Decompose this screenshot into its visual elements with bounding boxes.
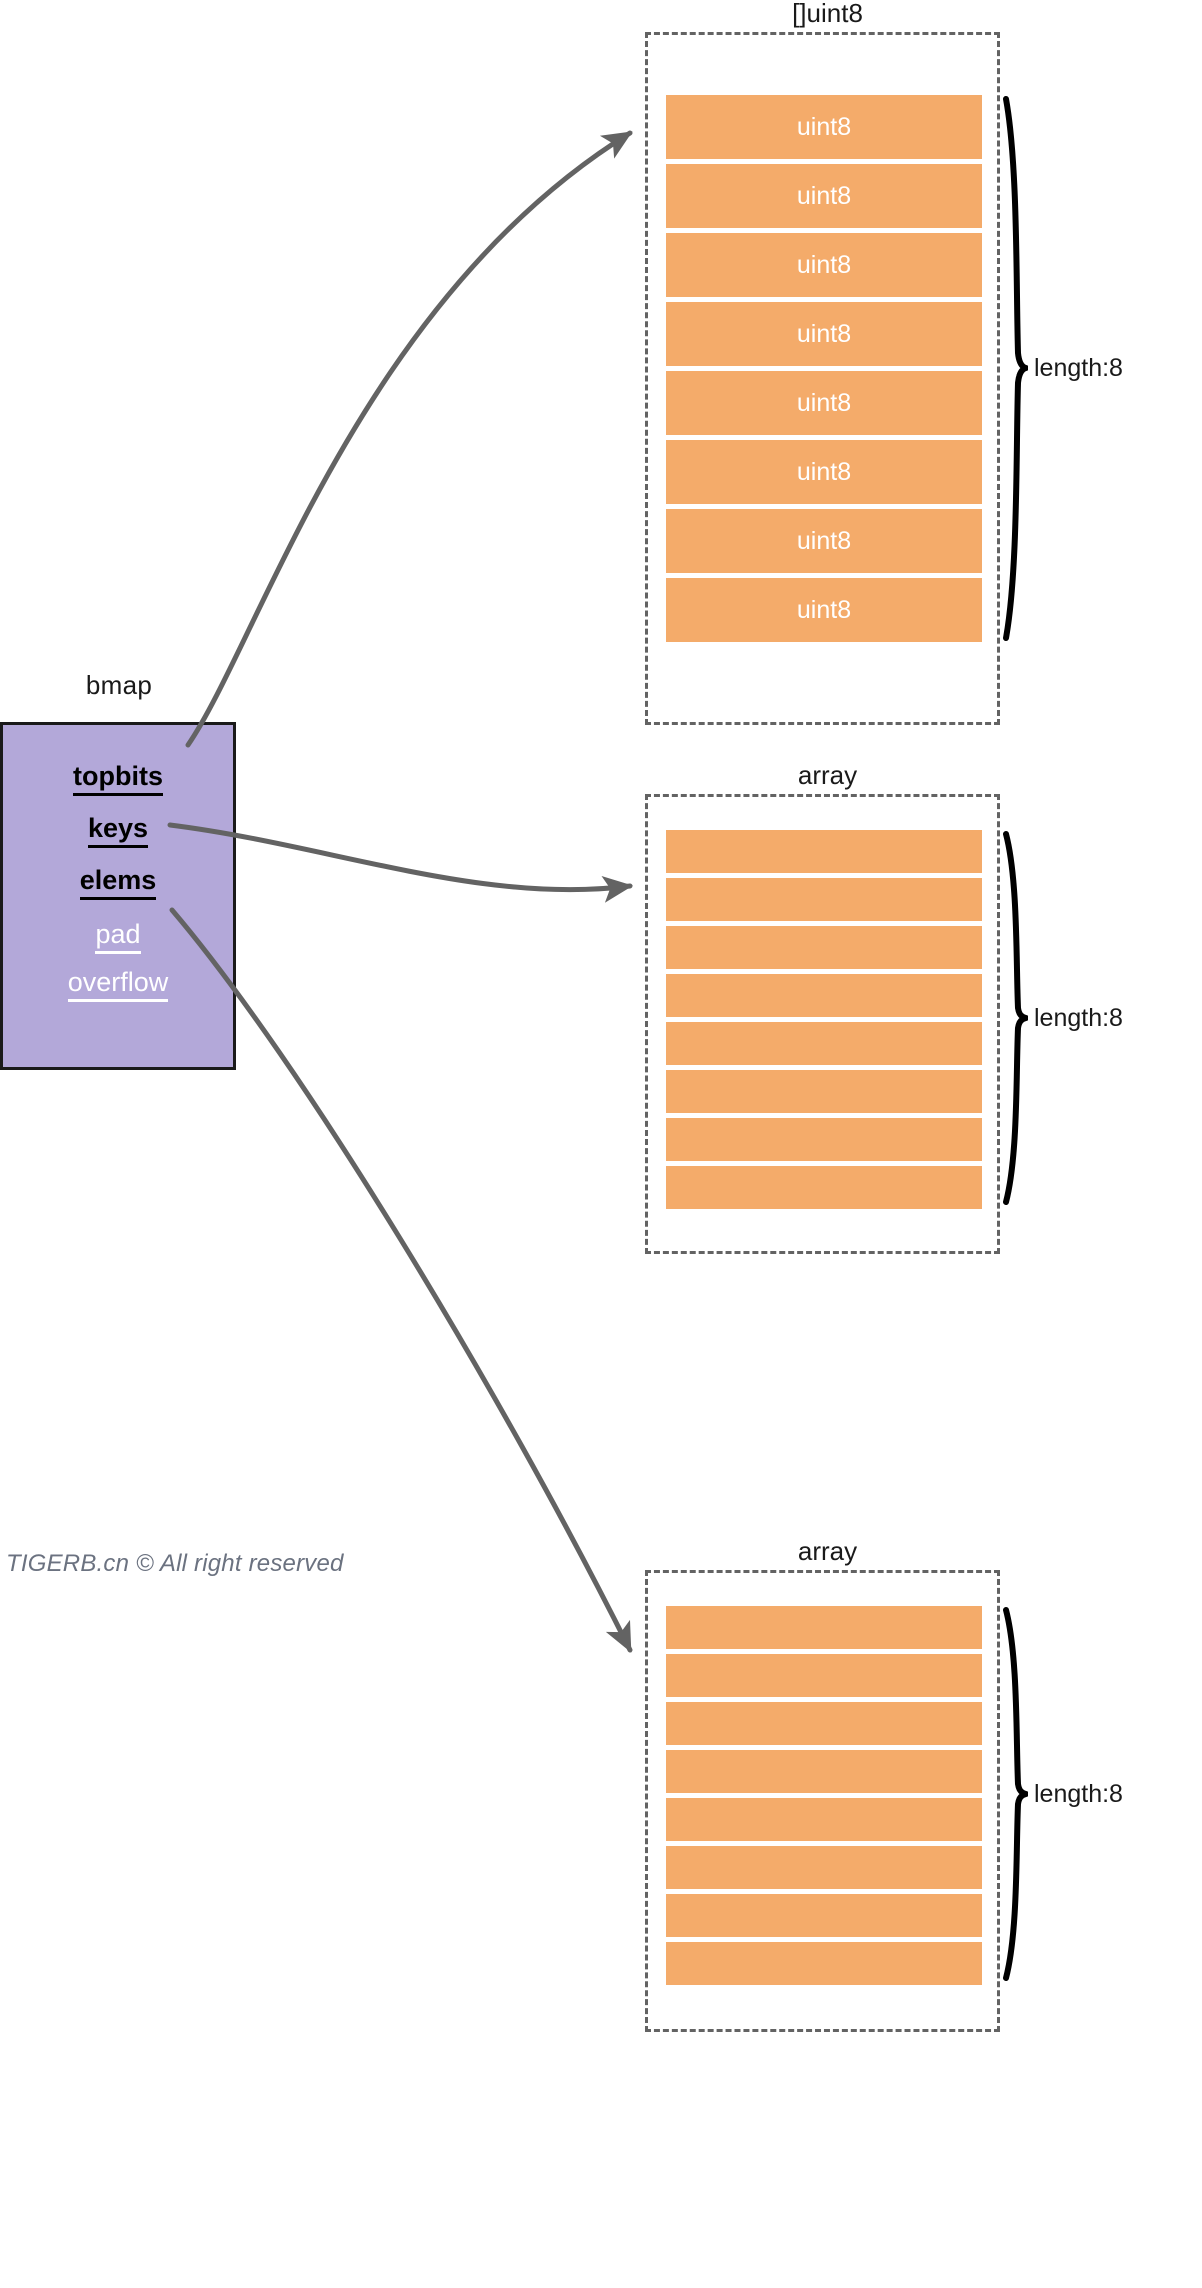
bmap-field-topbits-label: topbits [73,763,163,796]
bmap-field-overflow[interactable]: overflow [3,969,233,1002]
array-2-cells [666,1606,982,1985]
array-1-container [645,794,1000,1254]
array-1-cell[interactable] [666,974,982,1017]
array-1-cell[interactable] [666,1070,982,1113]
array-1-cell[interactable] [666,1118,982,1161]
array-0-container [645,32,1000,725]
arrow-topbits-to-uint8-array [185,130,633,748]
bmap-field-elems[interactable]: elems [3,867,233,900]
array-2-cell[interactable] [666,1942,982,1985]
bmap-struct: bmap topbits keys elems pad overflow [0,672,238,1070]
array-2-cell[interactable] [666,1846,982,1889]
array-1-title: array [797,760,858,790]
bmap-struct-title: bmap [85,670,153,700]
bmap-field-keys-label: keys [87,815,149,848]
bmap-field-keys[interactable]: keys [3,815,233,848]
array-2-cell[interactable] [666,1798,982,1841]
curly-brace-icon [1003,96,1028,641]
bmap-field-overflow-label: overflow [67,969,169,1002]
array-1-cell[interactable] [666,1022,982,1065]
array-2-cell[interactable] [666,1894,982,1937]
curly-brace-icon [1003,1607,1028,1981]
bmap-field-topbits[interactable]: topbits [3,763,233,796]
array-0-cell[interactable]: uint8 [666,233,982,297]
array-group-0: []uint8 uint8 uint8 uint8 uint8 uint8 ui… [645,0,1123,730]
array-0-cell[interactable]: uint8 [666,371,982,435]
array-0-title: []uint8 [792,0,863,28]
array-1-cell[interactable] [666,926,982,969]
bmap-field-elems-label: elems [79,867,157,900]
array-0-cell[interactable]: uint8 [666,440,982,504]
array-2-length-label: length:8 [1034,1779,1123,1808]
array-0-cell[interactable]: uint8 [666,578,982,642]
array-0-length-brace: length:8 [1000,95,1123,642]
array-1-cell[interactable] [666,1166,982,1209]
bmap-field-pad[interactable]: pad [3,921,233,954]
array-0-cells: uint8 uint8 uint8 uint8 uint8 uint8 uint… [666,95,982,642]
array-group-2: array length:8 [645,1536,1123,2058]
array-1-cell[interactable] [666,830,982,873]
array-2-length-brace: length:8 [1000,1606,1123,1982]
array-2-container [645,1570,1000,2032]
array-0-cell[interactable]: uint8 [666,95,982,159]
array-0-length-label: length:8 [1034,354,1123,382]
array-0-cell[interactable]: uint8 [666,509,982,573]
array-1-length-label: length:8 [1034,1003,1123,1032]
array-2-title: array [797,1536,858,1566]
array-2-cell[interactable] [666,1750,982,1793]
array-1-cells [666,830,982,1209]
arrow-keys-to-array1 [167,822,633,903]
array-0-cell[interactable]: uint8 [666,164,982,228]
array-1-length-brace: length:8 [1000,830,1123,1206]
array-0-cell[interactable]: uint8 [666,302,982,366]
array-2-cell[interactable] [666,1654,982,1697]
array-1-cell[interactable] [666,878,982,921]
watermark-text: TIGERB.cn © All right reserved [6,1550,344,1577]
bmap-field-pad-label: pad [95,921,141,954]
array-group-1: array length:8 [645,760,1123,1272]
arrow-elems-to-array2 [169,907,633,1653]
array-2-cell[interactable] [666,1702,982,1745]
array-2-cell[interactable] [666,1606,982,1649]
curly-brace-icon [1003,831,1028,1205]
bmap-struct-box: topbits keys elems pad overflow [0,722,236,1070]
